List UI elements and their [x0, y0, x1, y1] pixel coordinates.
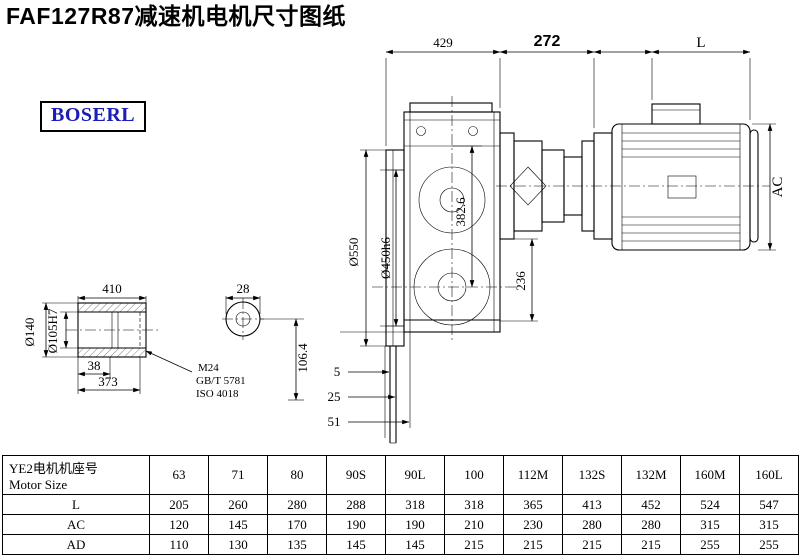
dim-value-cell: 135 — [267, 534, 327, 555]
frame-size-header: 100 — [444, 455, 504, 495]
dim-value-cell: 190 — [385, 514, 445, 535]
dimension-top-chain: 429 272 L — [385, 33, 751, 146]
dim-bore-105h7: Ø105H7 — [45, 308, 60, 353]
frame-size-header: 71 — [208, 455, 268, 495]
frame-size-header: 80 — [267, 455, 327, 495]
dim-429: 429 — [433, 35, 453, 50]
dim-value-cell: 280 — [562, 514, 622, 535]
dim-value-cell: 145 — [208, 514, 268, 535]
dim-value-cell: 255 — [680, 534, 740, 555]
dim-value-cell: 205 — [149, 494, 209, 515]
fan-cover — [749, 129, 759, 243]
dimension-flange-diameters: Ø550 Ø450h6 — [346, 149, 404, 347]
dim-272: 272 — [534, 33, 561, 50]
table-row-AC: AC 120 145 170 190 190 210 230 280 280 3… — [2, 514, 799, 535]
dim-value-cell: 288 — [326, 494, 386, 515]
dim-106-4: 106.4 — [295, 343, 310, 373]
dim-value-cell: 215 — [503, 534, 563, 555]
dim-382: 382.6 — [453, 197, 468, 227]
row-label-cell: AD — [2, 534, 150, 555]
dim-value-cell: 318 — [444, 494, 504, 515]
frame-size-header: 132M — [621, 455, 681, 495]
dim-value-cell: 210 — [444, 514, 504, 535]
dim-value-cell: 215 — [562, 534, 622, 555]
table-header-row: YE2电机机座号 Motor Size 63 71 80 90S 90L 100… — [2, 455, 799, 495]
dim-51: 51 — [328, 414, 341, 429]
dim-value-cell: 280 — [267, 494, 327, 515]
table-row-AD: AD 110 130 135 145 145 215 215 215 215 2… — [2, 534, 799, 555]
motor-nameplate — [667, 175, 697, 199]
table-row-L: L 205 260 280 288 318 318 365 413 452 52… — [2, 494, 799, 515]
frame-size-header: 160M — [680, 455, 740, 495]
dim-value-cell: 452 — [621, 494, 681, 515]
dimension-382: 382.6 — [452, 145, 482, 288]
frame-size-header: 63 — [149, 455, 209, 495]
frame-size-header: 90L — [385, 455, 445, 495]
note-gbt-5781: GB/T 5781 — [196, 375, 246, 387]
dim-value-cell: 315 — [739, 514, 799, 535]
row-label-cell: AC — [2, 514, 150, 535]
dim-value-cell: 110 — [149, 534, 209, 555]
row-label-cell: L — [2, 494, 150, 515]
table-label-en: Motor Size — [9, 476, 68, 492]
note-iso-4018: ISO 4018 — [196, 388, 239, 400]
dim-ac: AC — [770, 177, 786, 198]
table-header-label: YE2电机机座号 Motor Size — [2, 455, 150, 495]
gearbox-housing — [340, 102, 501, 444]
motor-size-table: YE2电机机座号 Motor Size 63 71 80 90S 90L 100… — [2, 455, 799, 555]
technical-drawing: 429 272 L AC Ø550 Ø450h6 382.6 — [22, 33, 786, 444]
dim-value-cell: 120 — [149, 514, 209, 535]
dim-value-cell: 365 — [503, 494, 563, 515]
dim-38: 38 — [88, 358, 101, 373]
dim-value-cell: 280 — [621, 514, 681, 535]
dim-od-140: Ø140 — [22, 318, 37, 347]
dim-236: 236 — [513, 271, 528, 291]
dimension-end-view: 28 106.4 — [225, 281, 310, 401]
note-m24: M24 — [198, 362, 219, 374]
dim-5: 5 — [334, 364, 341, 379]
brand-logo-text: BOSERL — [51, 104, 136, 126]
dim-motor-length-L: L — [696, 35, 705, 51]
dim-value-cell: 145 — [385, 534, 445, 555]
dim-410: 410 — [102, 281, 122, 296]
dimension-ac: AC — [752, 123, 786, 251]
dim-value-cell: 215 — [621, 534, 681, 555]
brand-logo-box: BOSERL — [40, 101, 147, 132]
dim-value-cell: 413 — [562, 494, 622, 515]
dimension-236: 236 — [500, 238, 538, 322]
dimension-shaft-detail: 410 38 373 Ø140 Ø105H7 — [22, 281, 147, 394]
dim-value-cell: 190 — [326, 514, 386, 535]
dim-25: 25 — [328, 389, 341, 404]
dim-value-cell: 170 — [267, 514, 327, 535]
frame-size-header: 160L — [739, 455, 799, 495]
frame-size-header: 112M — [503, 455, 563, 495]
dimension-bottom-offsets: 5 25 51 — [328, 332, 411, 438]
dim-value-cell: 260 — [208, 494, 268, 515]
dim-value-cell: 255 — [739, 534, 799, 555]
table-label-cn: YE2电机机座号 — [9, 460, 98, 476]
dim-spigot-450h6: Ø450h6 — [378, 237, 393, 279]
thread-note: M24 GB/T 5781 ISO 4018 — [145, 350, 246, 400]
dim-value-cell: 145 — [326, 534, 386, 555]
dim-value-cell: 524 — [680, 494, 740, 515]
dim-flange-od-550: Ø550 — [346, 238, 361, 267]
dim-value-cell: 318 — [385, 494, 445, 515]
dim-value-cell: 215 — [444, 534, 504, 555]
frame-size-header: 90S — [326, 455, 386, 495]
terminal-box — [651, 103, 701, 125]
dim-28: 28 — [237, 281, 250, 296]
dim-value-cell: 230 — [503, 514, 563, 535]
dim-value-cell: 315 — [680, 514, 740, 535]
dim-value-cell: 547 — [739, 494, 799, 515]
dim-373: 373 — [98, 374, 118, 389]
frame-size-header: 132S — [562, 455, 622, 495]
page-title: FAF127R87减速机电机尺寸图纸 — [6, 3, 347, 29]
dim-value-cell: 130 — [208, 534, 268, 555]
motor — [611, 103, 759, 251]
